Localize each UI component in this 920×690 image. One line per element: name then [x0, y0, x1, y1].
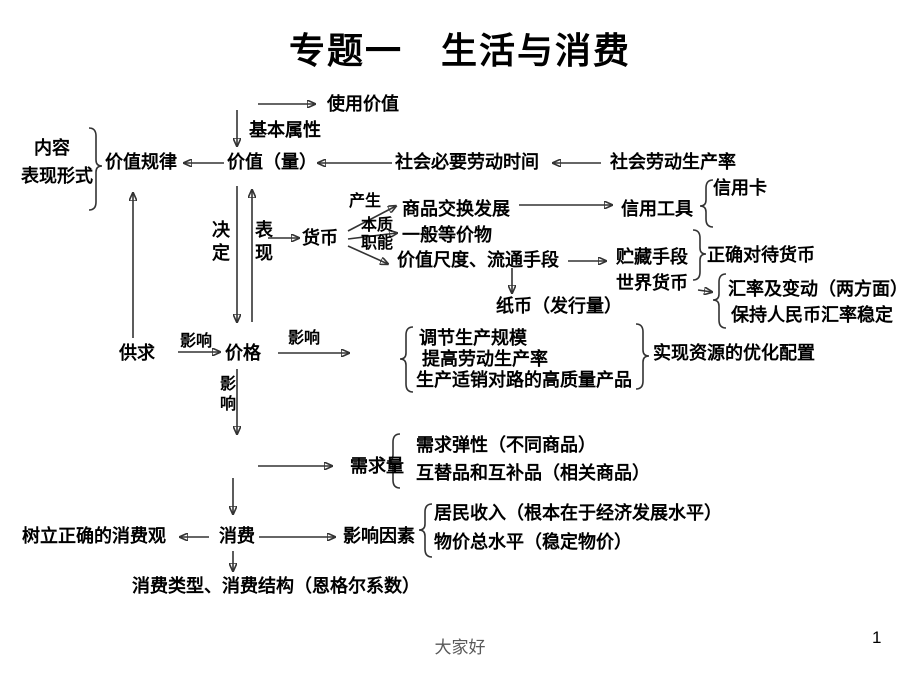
brace-credittools [699, 179, 714, 228]
influencing-factors-label: 影响因素 [343, 526, 415, 546]
arrow-money-functions [347, 245, 388, 264]
content-label: 内容 [34, 138, 70, 158]
resident-income-label: 居民收入（根本在于经济发展水平） [434, 503, 722, 523]
essence-label: 本质 [361, 217, 394, 234]
price-level-label: 物价总水平（稳定物价） [434, 532, 632, 552]
world-currency-label: 世界货币 [616, 273, 688, 293]
arrow-money-essence [347, 233, 397, 240]
brace-valuelaw [88, 127, 103, 211]
paper-money-label: 纸币（发行量） [496, 296, 622, 316]
brace-price-effects-right [635, 323, 650, 390]
brace-factors [418, 503, 433, 558]
demand-elasticity-label: 需求弹性（不同商品） [416, 435, 596, 455]
store-of-value-label: 贮藏手段 [616, 247, 688, 267]
exchange-rate-label: 汇率及变动（两方面） [728, 279, 908, 299]
value-measure-circulation-label: 价值尺度、流通手段 [397, 250, 559, 270]
credit-card-label: 信用卡 [713, 178, 767, 198]
influence-label-vertical: 影响 [219, 376, 236, 413]
price-label: 价格 [225, 343, 261, 363]
brace-treatmoney [692, 229, 707, 281]
credit-instruments-label: 信用工具 [621, 199, 693, 219]
arrow-worldmoney-right [697, 290, 712, 292]
consumption-types-label: 消费类型、消费结构（恩格尔系数） [132, 576, 420, 596]
functions-label: 职能 [361, 235, 394, 252]
money-label: 货币 [302, 228, 338, 248]
treat-currency-correctly-label: 正确对待货币 [707, 245, 815, 265]
basic-attributes-label: 基本属性 [249, 120, 321, 140]
marketable-products-label: 生产适销对路的高质量产品 [416, 370, 632, 390]
value-quantity-label: 价值（量） [227, 152, 317, 172]
brace-demandqty [386, 433, 401, 489]
arrow-money-emerge [347, 206, 396, 232]
page-number: 1 [872, 628, 882, 647]
supply-demand-label: 供求 [119, 343, 155, 363]
substitutes-complements-label: 互替品和互补品（相关商品） [416, 463, 650, 483]
value-law-label: 价值规律 [105, 152, 177, 172]
determine-label: 决定 [212, 220, 230, 263]
brace-price-effects-left [399, 326, 414, 393]
influence-label-2: 影响 [288, 330, 321, 347]
use-value-label: 使用价值 [327, 94, 399, 114]
universal-equivalent-label: 一般等价物 [402, 225, 492, 245]
social-labor-productivity-label: 社会劳动生产率 [610, 152, 736, 172]
socially-necessary-labor-time-label: 社会必要劳动时间 [395, 152, 539, 172]
page-title: 专题一 生活与消费 [288, 31, 631, 71]
emerge-label: 产生 [349, 193, 382, 210]
footer-text: 大家好 [434, 638, 486, 657]
consumption-label: 消费 [219, 526, 255, 546]
manifest-label: 表现 [255, 220, 273, 263]
consumption-outlook-label: 树立正确的消费观 [22, 526, 166, 546]
adjust-production-scale-label: 调节生产规模 [419, 328, 527, 348]
rmb-stability-label: 保持人民币汇率稳定 [731, 305, 893, 325]
brace-exchrate [712, 273, 727, 329]
resource-optimization-label: 实现资源的优化配置 [653, 343, 815, 363]
influence-label-1: 影响 [180, 333, 213, 350]
raise-labor-productivity-label: 提高劳动生产率 [422, 349, 548, 369]
expression-form-label: 表现形式 [21, 166, 93, 186]
commodity-exchange-development-label: 商品交换发展 [402, 199, 510, 219]
demand-quantity-label: 需求量 [350, 456, 404, 476]
